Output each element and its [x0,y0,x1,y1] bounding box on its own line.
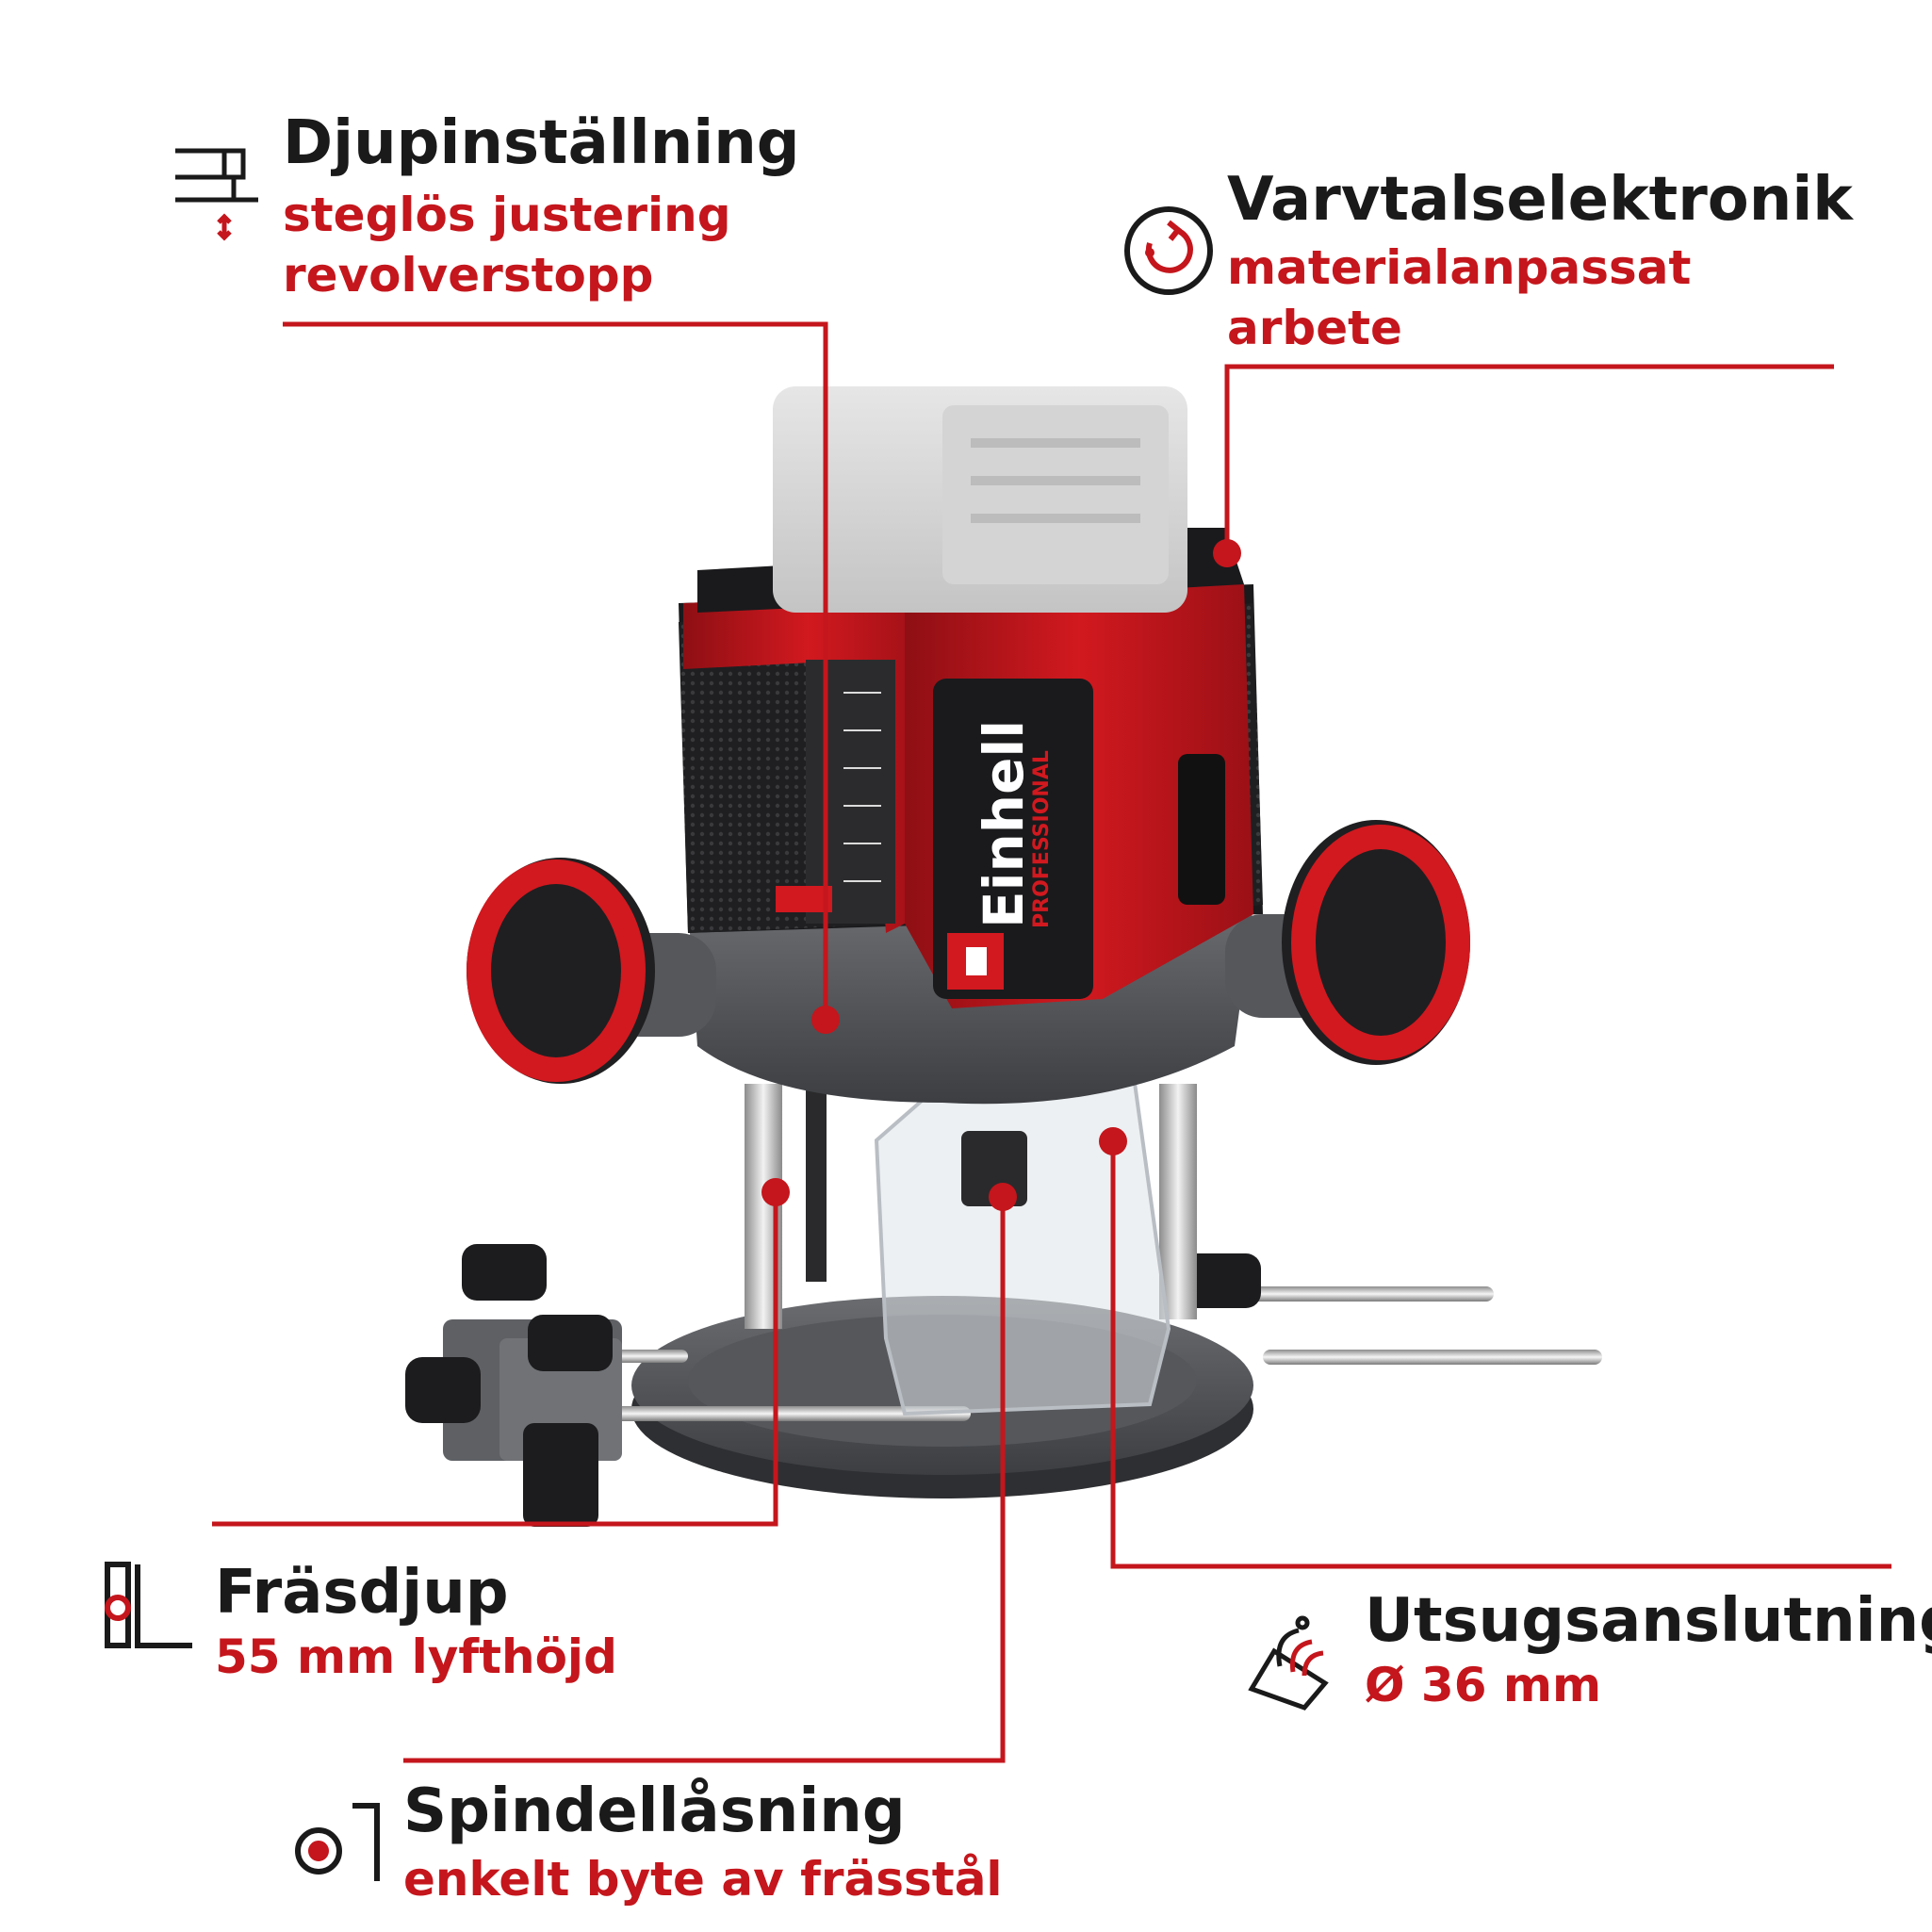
feature-desc-line: Ø 36 mm [1365,1658,1602,1712]
feature-desc-line: materialanpassat [1227,240,1692,295]
feature-title-depth-setting: Djupinställning [283,108,800,178]
feature-desc-line: steglös justering [283,188,731,242]
feature-desc-line: revolverstopp [283,248,654,303]
feature-desc-routing-depth: 55 mm lyfthöjd [215,1627,617,1687]
feature-desc-speed-electronics: materialanpassat arbete [1227,237,1691,358]
right-handle [1225,820,1470,1065]
feature-desc-spindle-lock: enkelt byte av frässtål [403,1849,1003,1909]
callout-lines [212,321,1891,1763]
dust-extraction-icon [1246,1613,1336,1715]
feature-desc-line: 55 mm lyfthöjd [215,1629,617,1684]
feature-desc-line: arbete [1227,301,1402,355]
callout-line-spindle-lock [403,1197,1006,1763]
battery-pack [773,386,1187,613]
callout-line-dust-extraction [1110,1141,1891,1569]
spindle-lock-icon [290,1796,385,1894]
callout-dots [761,539,1241,1211]
feature-desc-dust-extraction: Ø 36 mm [1365,1655,1601,1715]
parallel-fence [405,1244,1261,1527]
speed-dial-icon [1122,204,1216,302]
feature-title-spindle-lock: Spindellåsning [403,1776,906,1846]
feature-desc-depth-setting: steglös justering revolverstopp [283,185,731,305]
callout-line-speed-electronics [1224,364,1834,553]
depth-scale [843,692,881,882]
feature-title-routing-depth: Fräsdjup [215,1558,509,1628]
feature-title-speed-electronics: Varvtalselektronik [1227,165,1853,235]
callout-line-routing-depth [212,1192,778,1527]
callout-line-depth-setting [283,321,828,1020]
depth-stop-icon [172,143,262,245]
svg-text:Einhell: Einhell [972,720,1036,928]
feature-desc-line: enkelt byte av frässtål [403,1852,1003,1907]
chip-guard [874,1053,1171,1416]
depth-gauge-icon [102,1559,196,1657]
feature-title-dust-extraction: Utsugsanslutning [1365,1586,1932,1656]
left-handle [467,858,716,1084]
svg-text:PROFESSIONAL: PROFESSIONAL [1030,750,1054,928]
